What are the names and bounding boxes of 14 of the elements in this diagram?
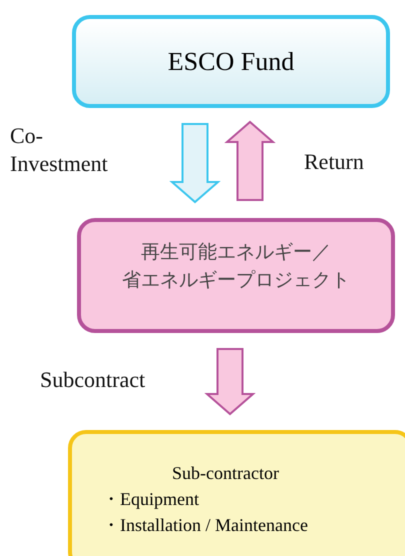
list-item: ・Equipment: [102, 488, 200, 512]
list-item: ・Installation / Maintenance: [102, 514, 309, 538]
box-heading: Sub-contractor: [171, 462, 280, 485]
fund-box: [72, 15, 390, 108]
edge-label: Return: [304, 148, 364, 176]
project-box: [77, 218, 395, 333]
block-arrow: [224, 120, 276, 201]
contractor-box: [68, 430, 405, 556]
block-arrow: [204, 348, 256, 416]
box-text: ESCO Fund: [168, 46, 294, 76]
box-text: 再生可能エネルギー／省エネルギープロジェクト: [121, 240, 351, 292]
block-arrow: [169, 123, 221, 204]
edge-label: Co-Investment: [10, 122, 109, 177]
edge-label: Subcontract: [40, 366, 146, 394]
